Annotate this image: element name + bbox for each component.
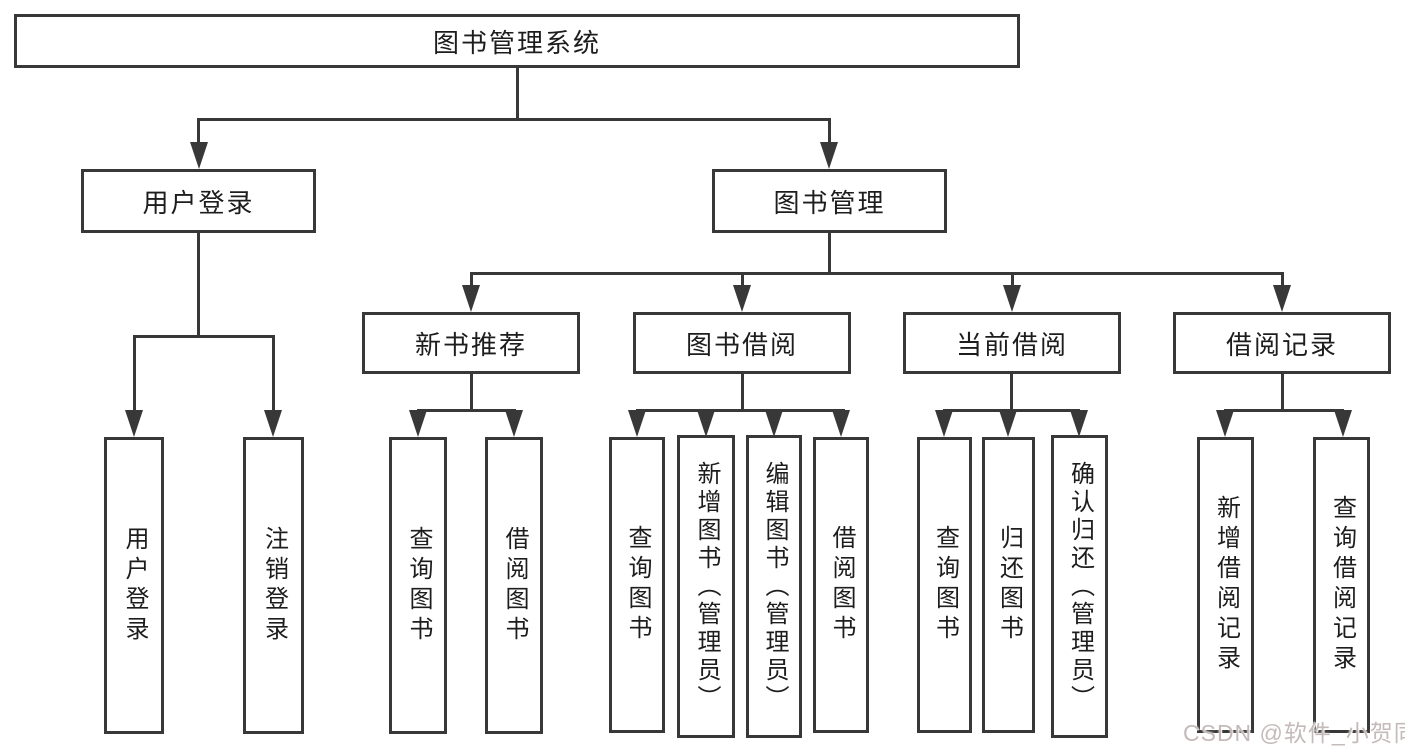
node-label: 借阅图书: [828, 525, 855, 645]
leaf-query-books-current: 查询图书: [917, 437, 972, 733]
arrow-down-icon: [999, 410, 1017, 437]
arrow-down-icon: [628, 410, 646, 437]
leaf-borrow-books: 借阅图书: [813, 437, 869, 733]
connector-line: [470, 275, 473, 289]
node-label: 新增借阅记录: [1212, 495, 1240, 675]
node-label: 图书管理系统: [432, 27, 601, 58]
connector-line: [133, 335, 275, 338]
arrow-down-icon: [820, 142, 838, 169]
node-label: 新增图书（管理员）: [693, 460, 720, 713]
arrow-down-icon: [462, 285, 480, 312]
leaf-edit-books-admin: 编辑图书（管理员）: [746, 435, 802, 738]
connector-line: [1224, 409, 1344, 412]
leaf-logout: 注销登录: [243, 437, 304, 734]
arrow-down-icon: [935, 410, 953, 437]
node-label: 注销登录: [260, 525, 288, 646]
node-label: 查询图书: [624, 525, 651, 645]
node-label: 查询图书: [405, 525, 432, 646]
connector-line: [470, 272, 1284, 275]
node-new-book-recommend: 新书推荐: [362, 312, 580, 374]
node-label: 编辑图书（管理员）: [761, 460, 788, 713]
node-label: 图书管理: [773, 187, 886, 218]
leaf-user-login: 用户登录: [104, 437, 164, 734]
leaf-add-books-admin: 新增图书（管理员）: [677, 435, 735, 738]
arrow-down-icon: [1273, 285, 1291, 312]
node-label: 查询图书: [931, 525, 959, 645]
connector-line: [741, 374, 744, 409]
connector-line: [1281, 374, 1284, 409]
arrow-down-icon: [190, 142, 208, 169]
leaf-add-borrow-record: 新增借阅记录: [1197, 437, 1254, 733]
csdn-watermark: CSDN @软件_小贺同学: [1183, 720, 1405, 746]
connector-line: [197, 118, 200, 144]
node-current-borrow: 当前借阅: [903, 312, 1121, 374]
arrow-down-icon: [733, 285, 751, 312]
node-label: 归还图书: [995, 525, 1023, 645]
node-label: 图书借阅: [685, 329, 798, 360]
leaf-confirm-return-admin: 确认归还（管理员）: [1051, 435, 1108, 738]
arrow-down-icon: [1003, 285, 1021, 312]
arrow-down-icon: [1216, 410, 1234, 437]
connector-line: [741, 275, 744, 289]
leaf-query-books-borrow: 查询图书: [609, 437, 665, 733]
connector-line: [828, 232, 831, 272]
arrow-down-icon: [832, 410, 850, 437]
arrow-down-icon: [409, 410, 427, 437]
connector-line: [636, 409, 845, 412]
connector-line: [1010, 374, 1013, 409]
node-label: 用户登录: [121, 525, 148, 646]
node-label: 确认归还（管理员）: [1066, 460, 1094, 713]
node-label: 当前借阅: [955, 329, 1068, 360]
arrow-down-icon: [765, 410, 783, 437]
leaf-query-borrow-record: 查询借阅记录: [1313, 437, 1370, 733]
arrow-down-icon: [1070, 410, 1088, 437]
connector-line: [1011, 275, 1014, 289]
node-label: 借阅图书: [501, 525, 528, 646]
arrow-down-icon: [697, 410, 715, 437]
arrow-down-icon: [125, 410, 143, 437]
connector-line: [197, 118, 831, 121]
node-book-borrow: 图书借阅: [633, 312, 851, 374]
leaf-query-books-recommend: 查询图书: [389, 437, 447, 734]
node-label: 借阅记录: [1225, 329, 1338, 360]
connector-line: [417, 409, 516, 412]
arrow-down-icon: [1334, 410, 1352, 437]
connector-line: [272, 338, 275, 412]
node-user-login: 用户登录: [81, 169, 316, 233]
connector-line: [828, 118, 831, 144]
leaf-borrow-books-recommend: 借阅图书: [485, 437, 543, 734]
connector-line: [470, 374, 473, 409]
connector-line: [1281, 275, 1284, 289]
connector-line: [516, 68, 519, 118]
connector-line: [197, 233, 200, 335]
node-book-management: 图书管理: [712, 169, 947, 233]
arrow-down-icon: [505, 410, 523, 437]
connector-line: [133, 338, 136, 412]
node-library-management-system: 图书管理系统: [14, 14, 1020, 68]
node-label: 新书推荐: [414, 329, 527, 360]
node-label: 用户登录: [142, 187, 255, 218]
node-label: 查询借阅记录: [1328, 495, 1356, 675]
leaf-return-books: 归还图书: [982, 437, 1035, 733]
node-borrow-records: 借阅记录: [1173, 312, 1391, 374]
arrow-down-icon: [264, 410, 282, 437]
